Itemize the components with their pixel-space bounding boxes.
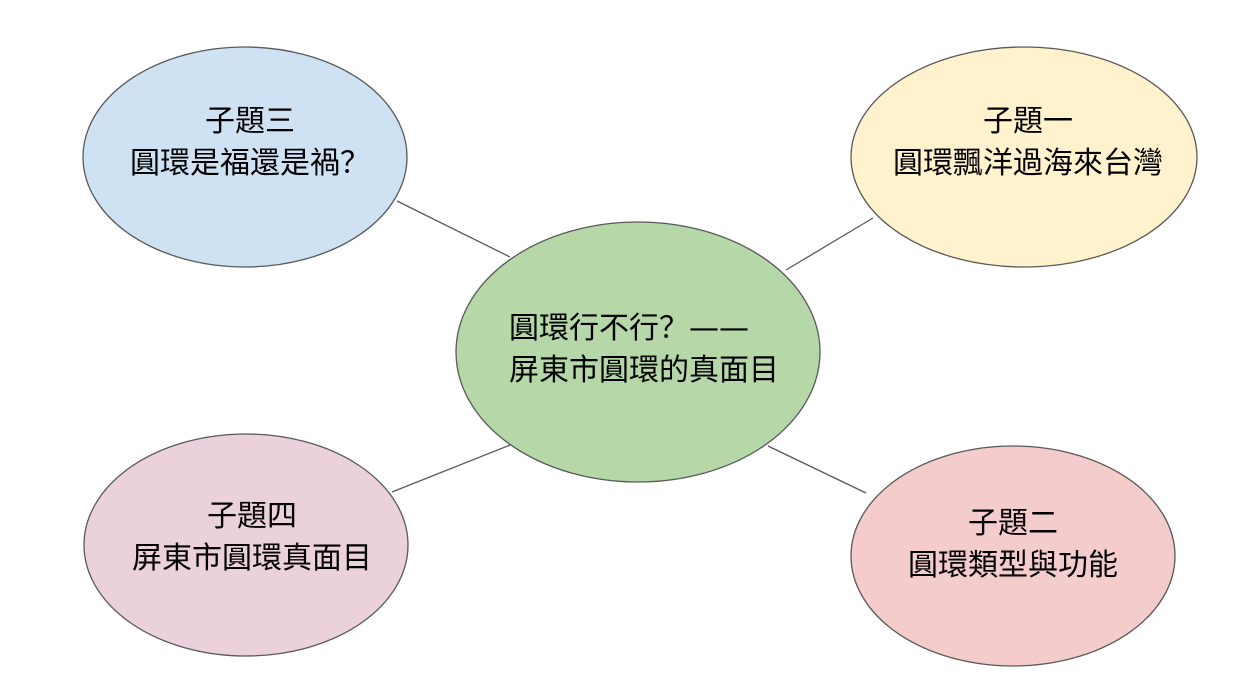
topic4-subtitle: 屏東市圓環真面目 — [132, 541, 372, 576]
center-label: 圓環行不行？—— 屏東市圓環的真面目 — [509, 308, 779, 392]
topic3-title: 子題三 — [205, 104, 295, 139]
topic4-label: 子題四 屏東市圓環真面目 — [132, 496, 372, 580]
topic2-title: 子題二 — [968, 506, 1058, 541]
topic2-node — [850, 445, 1176, 667]
topic3-label: 子題三 圓環是福還是禍？ — [130, 101, 370, 185]
topic4-node — [83, 433, 409, 657]
topic2-subtitle: 圓環類型與功能 — [908, 548, 1118, 583]
topic2-label: 子題二 圓環類型與功能 — [908, 503, 1118, 587]
center-subtitle: 屏東市圓環的真面目 — [509, 353, 779, 388]
topic4-title: 子題四 — [207, 499, 297, 534]
connector-topic3 — [396, 200, 511, 258]
topic3-subtitle: 圓環是福還是禍？ — [130, 146, 370, 181]
topic1-title: 子題一 — [983, 104, 1073, 139]
topic1-node — [850, 46, 1198, 268]
topic1-subtitle: 圓環飄洋過海來台灣 — [893, 146, 1163, 181]
connector-topic1 — [785, 217, 874, 271]
center-node — [455, 221, 821, 483]
topic3-node — [82, 46, 408, 268]
topic1-label: 子題一 圓環飄洋過海來台灣 — [893, 101, 1163, 185]
connector-topic2 — [767, 445, 867, 494]
center-title: 圓環行不行？—— — [509, 311, 749, 346]
connector-topic4 — [391, 444, 511, 493]
